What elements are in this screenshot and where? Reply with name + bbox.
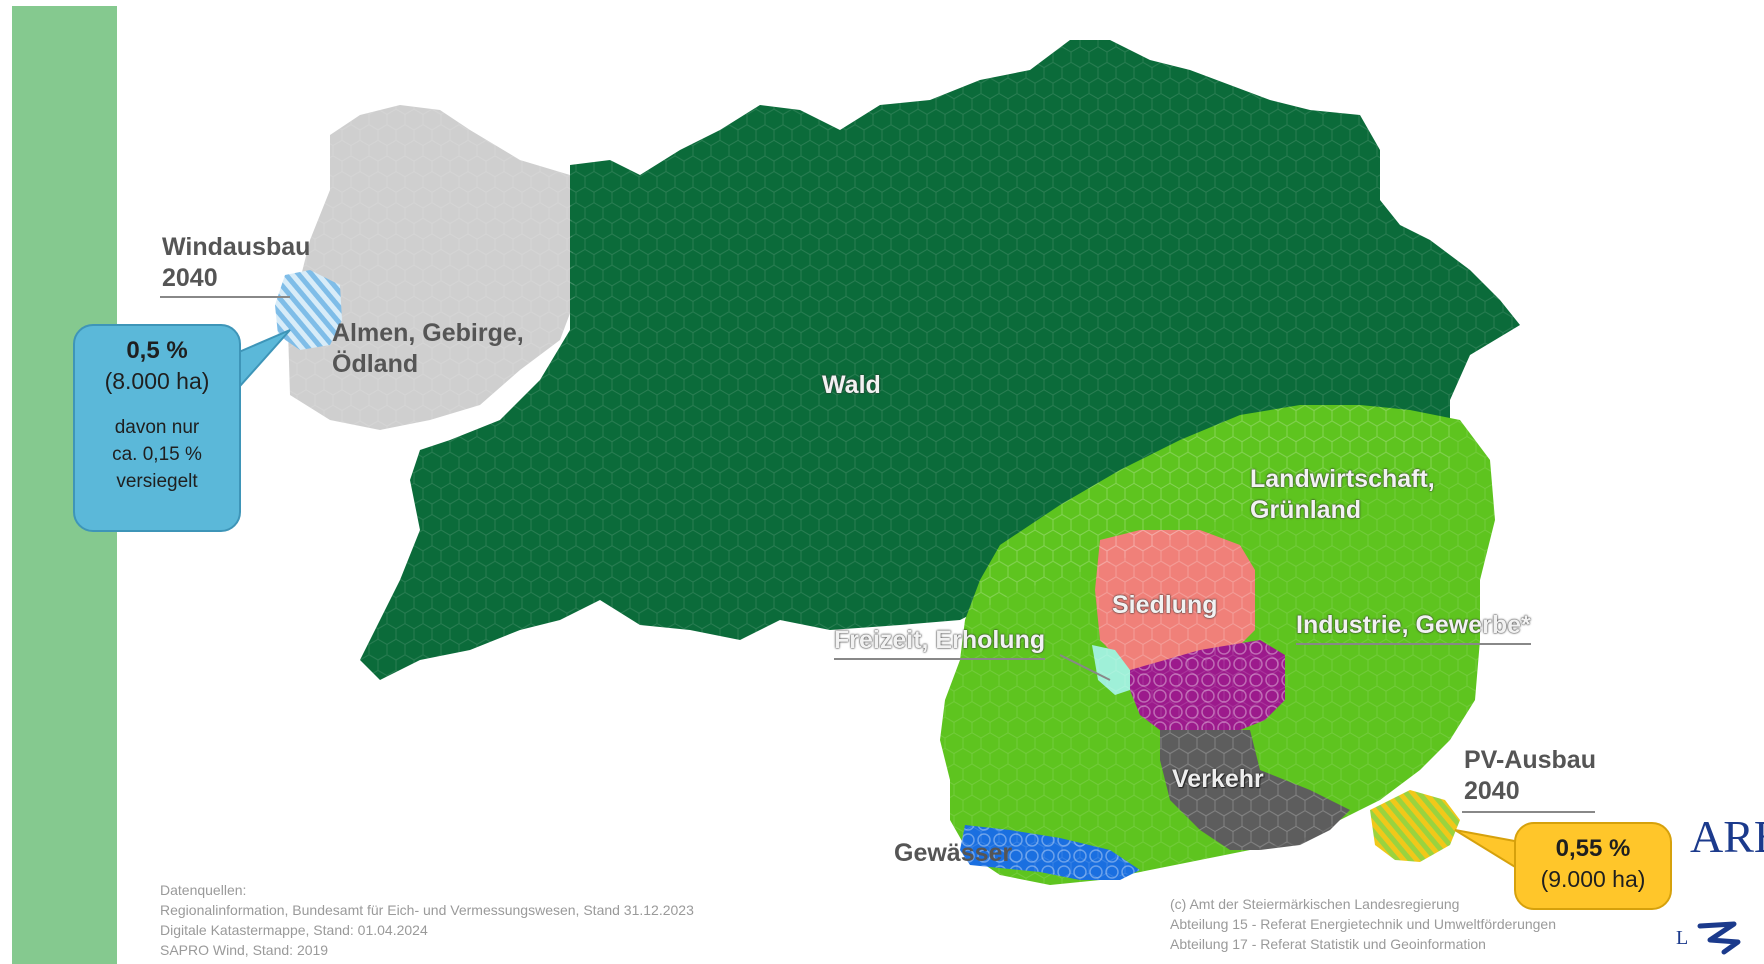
- pv-area: (9.000 ha): [1540, 866, 1646, 892]
- logo-swoosh-icon: [1697, 921, 1741, 955]
- map-credits: (c) Amt der Steiermärkischen Landesregie…: [1170, 896, 1557, 952]
- pv-callout: 0,55 % (9.000 ha): [1514, 822, 1672, 910]
- wind-note-line3: versiegelt: [116, 471, 198, 492]
- landwirtschaft-label: Landwirtschaft, Grünland: [1250, 465, 1435, 524]
- wind-callout: 0,5 % (8.000 ha) davon nur ca. 0,15 % ve…: [73, 324, 241, 532]
- windausbau-label: Windausbau 2040: [162, 233, 311, 292]
- gewaesser-label: Gewässer: [894, 839, 1013, 867]
- logo-fragment-bottom: L: [1676, 927, 1689, 949]
- wind-expansion-area: [275, 270, 342, 350]
- pv-ausbau-label: PV-Ausbau 2040: [1464, 746, 1596, 805]
- wind-percent: 0,5 %: [126, 337, 188, 364]
- wald-label: Wald: [822, 371, 881, 399]
- data-sources: Datenquellen: Regionalinformation, Bunde…: [160, 882, 694, 958]
- wind-note-line1: davon nur: [114, 417, 200, 438]
- freizeit-label: Freizeit, Erholung: [834, 625, 1046, 660]
- wind-area: (8.000 ha): [104, 368, 210, 394]
- pv-callout-pointer: [1454, 829, 1521, 872]
- freizeit-leader-line: [1059, 654, 1111, 681]
- verkehr-label: Verkehr: [1172, 765, 1264, 793]
- wind-note-line2: ca. 0,15 %: [112, 444, 202, 465]
- logo-fragment-top: ARE: [1690, 811, 1764, 862]
- pv-expansion-area: [1370, 790, 1460, 862]
- pv-percent: 0,55 %: [1555, 835, 1631, 862]
- almen-label: Almen, Gebirge, Ödland: [332, 319, 524, 378]
- industrie-label: Industrie, Gewerbe*: [1296, 610, 1531, 645]
- siedlung-label: Siedlung: [1112, 591, 1218, 619]
